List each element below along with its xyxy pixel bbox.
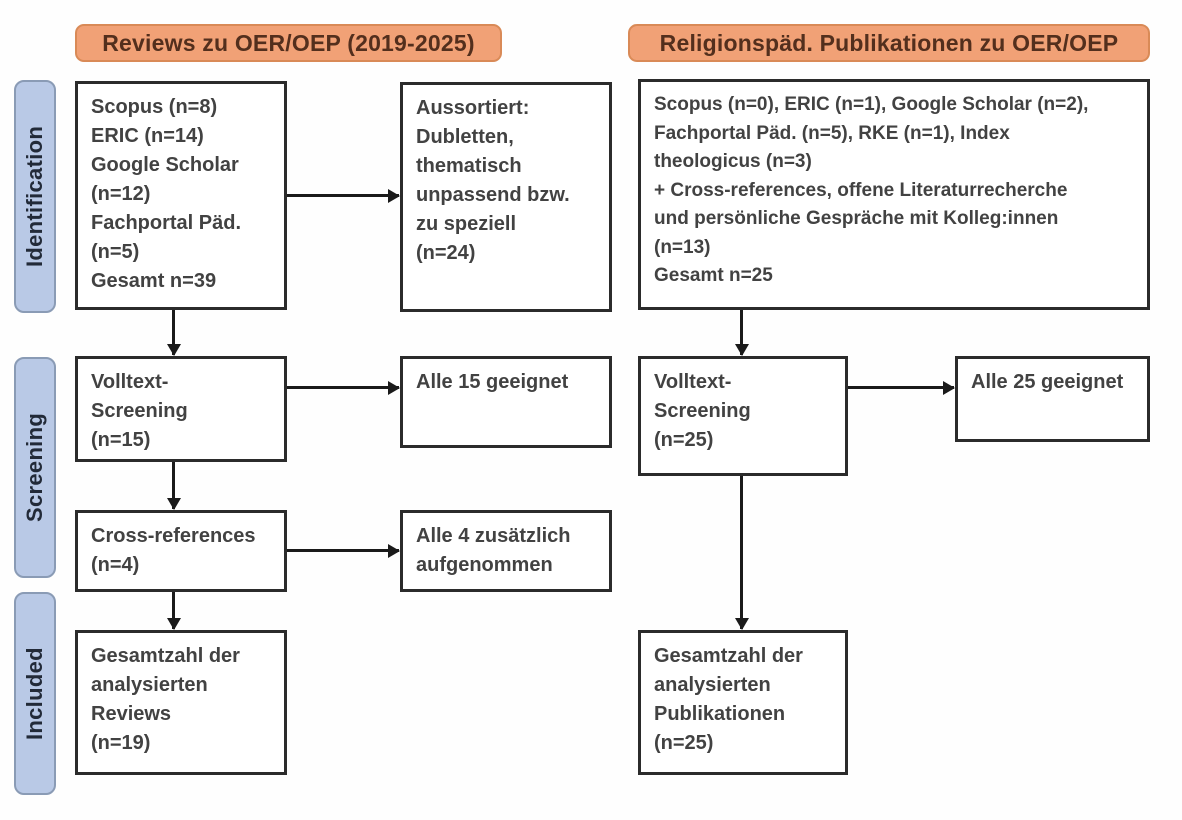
box-total-publications: Gesamtzahl der analysierten Publikatione… [638,630,848,775]
box-fulltext-screening-publications: Volltext- Screening (n=25) [638,356,848,476]
arrow-fulltext-to-result-reviews [287,386,399,389]
box-crossreferences: Cross-references (n=4) [75,510,287,592]
box-sources-publications-text: Scopus (n=0), ERIC (n=1), Google Scholar… [654,94,1089,286]
stage-screening: Screening [14,357,56,578]
stage-included: Included [14,592,56,795]
column-header-religionspaed-label: Religionspäd. Publikationen zu OER/OEP [659,29,1119,56]
column-header-religionspaed: Religionspäd. Publikationen zu OER/OEP [628,24,1150,62]
box-crossreferences-result-text: Alle 4 zusätzlich aufgenommen [416,525,571,576]
arrow-sources-to-excluded [287,194,399,197]
arrow-sources-to-fulltext-publications [740,310,743,355]
arrow-fulltext-to-result-publications [848,386,954,389]
box-sources-publications: Scopus (n=0), ERIC (n=1), Google Scholar… [638,79,1150,310]
column-header-reviews: Reviews zu OER/OEP (2019-2025) [75,24,502,62]
box-excluded-text: Aussortiert: Dubletten, thematisch unpas… [416,97,570,264]
stage-identification-label: Identification [22,125,47,268]
stage-included-label: Included [22,647,47,740]
box-total-publications-text: Gesamtzahl der analysierten Publikatione… [654,645,803,754]
box-fulltext-screening-reviews: Volltext- Screening (n=15) [75,356,287,462]
arrow-fulltext-to-total-publications [740,476,743,629]
arrow-crossreferences-to-total-reviews [172,592,175,629]
box-total-reviews-text: Gesamtzahl der analysierten Reviews (n=1… [91,645,240,754]
box-excluded: Aussortiert: Dubletten, thematisch unpas… [400,82,612,312]
arrow-crossreferences-to-result [287,549,399,552]
box-fulltext-screening-publications-text: Volltext- Screening (n=25) [654,371,751,451]
box-sources-reviews-text: Scopus (n=8) ERIC (n=14) Google Scholar … [91,96,242,292]
box-crossreferences-result: Alle 4 zusätzlich aufgenommen [400,510,612,592]
box-fulltext-screening-reviews-text: Volltext- Screening (n=15) [91,371,188,451]
box-sources-reviews: Scopus (n=8) ERIC (n=14) Google Scholar … [75,81,287,310]
arrow-fulltext-to-crossreferences [172,462,175,509]
arrow-sources-to-fulltext-reviews [172,310,175,355]
box-crossreferences-text: Cross-references (n=4) [91,525,256,576]
box-fulltext-result-reviews-text: Alle 15 geeignet [416,371,569,393]
stage-screening-label: Screening [22,412,47,523]
box-fulltext-result-publications: Alle 25 geeignet [955,356,1150,442]
box-fulltext-result-reviews: Alle 15 geeignet [400,356,612,448]
stage-identification: Identification [14,80,56,313]
box-total-reviews: Gesamtzahl der analysierten Reviews (n=1… [75,630,287,775]
column-header-reviews-label: Reviews zu OER/OEP (2019-2025) [102,29,475,56]
box-fulltext-result-publications-text: Alle 25 geeignet [971,371,1124,393]
